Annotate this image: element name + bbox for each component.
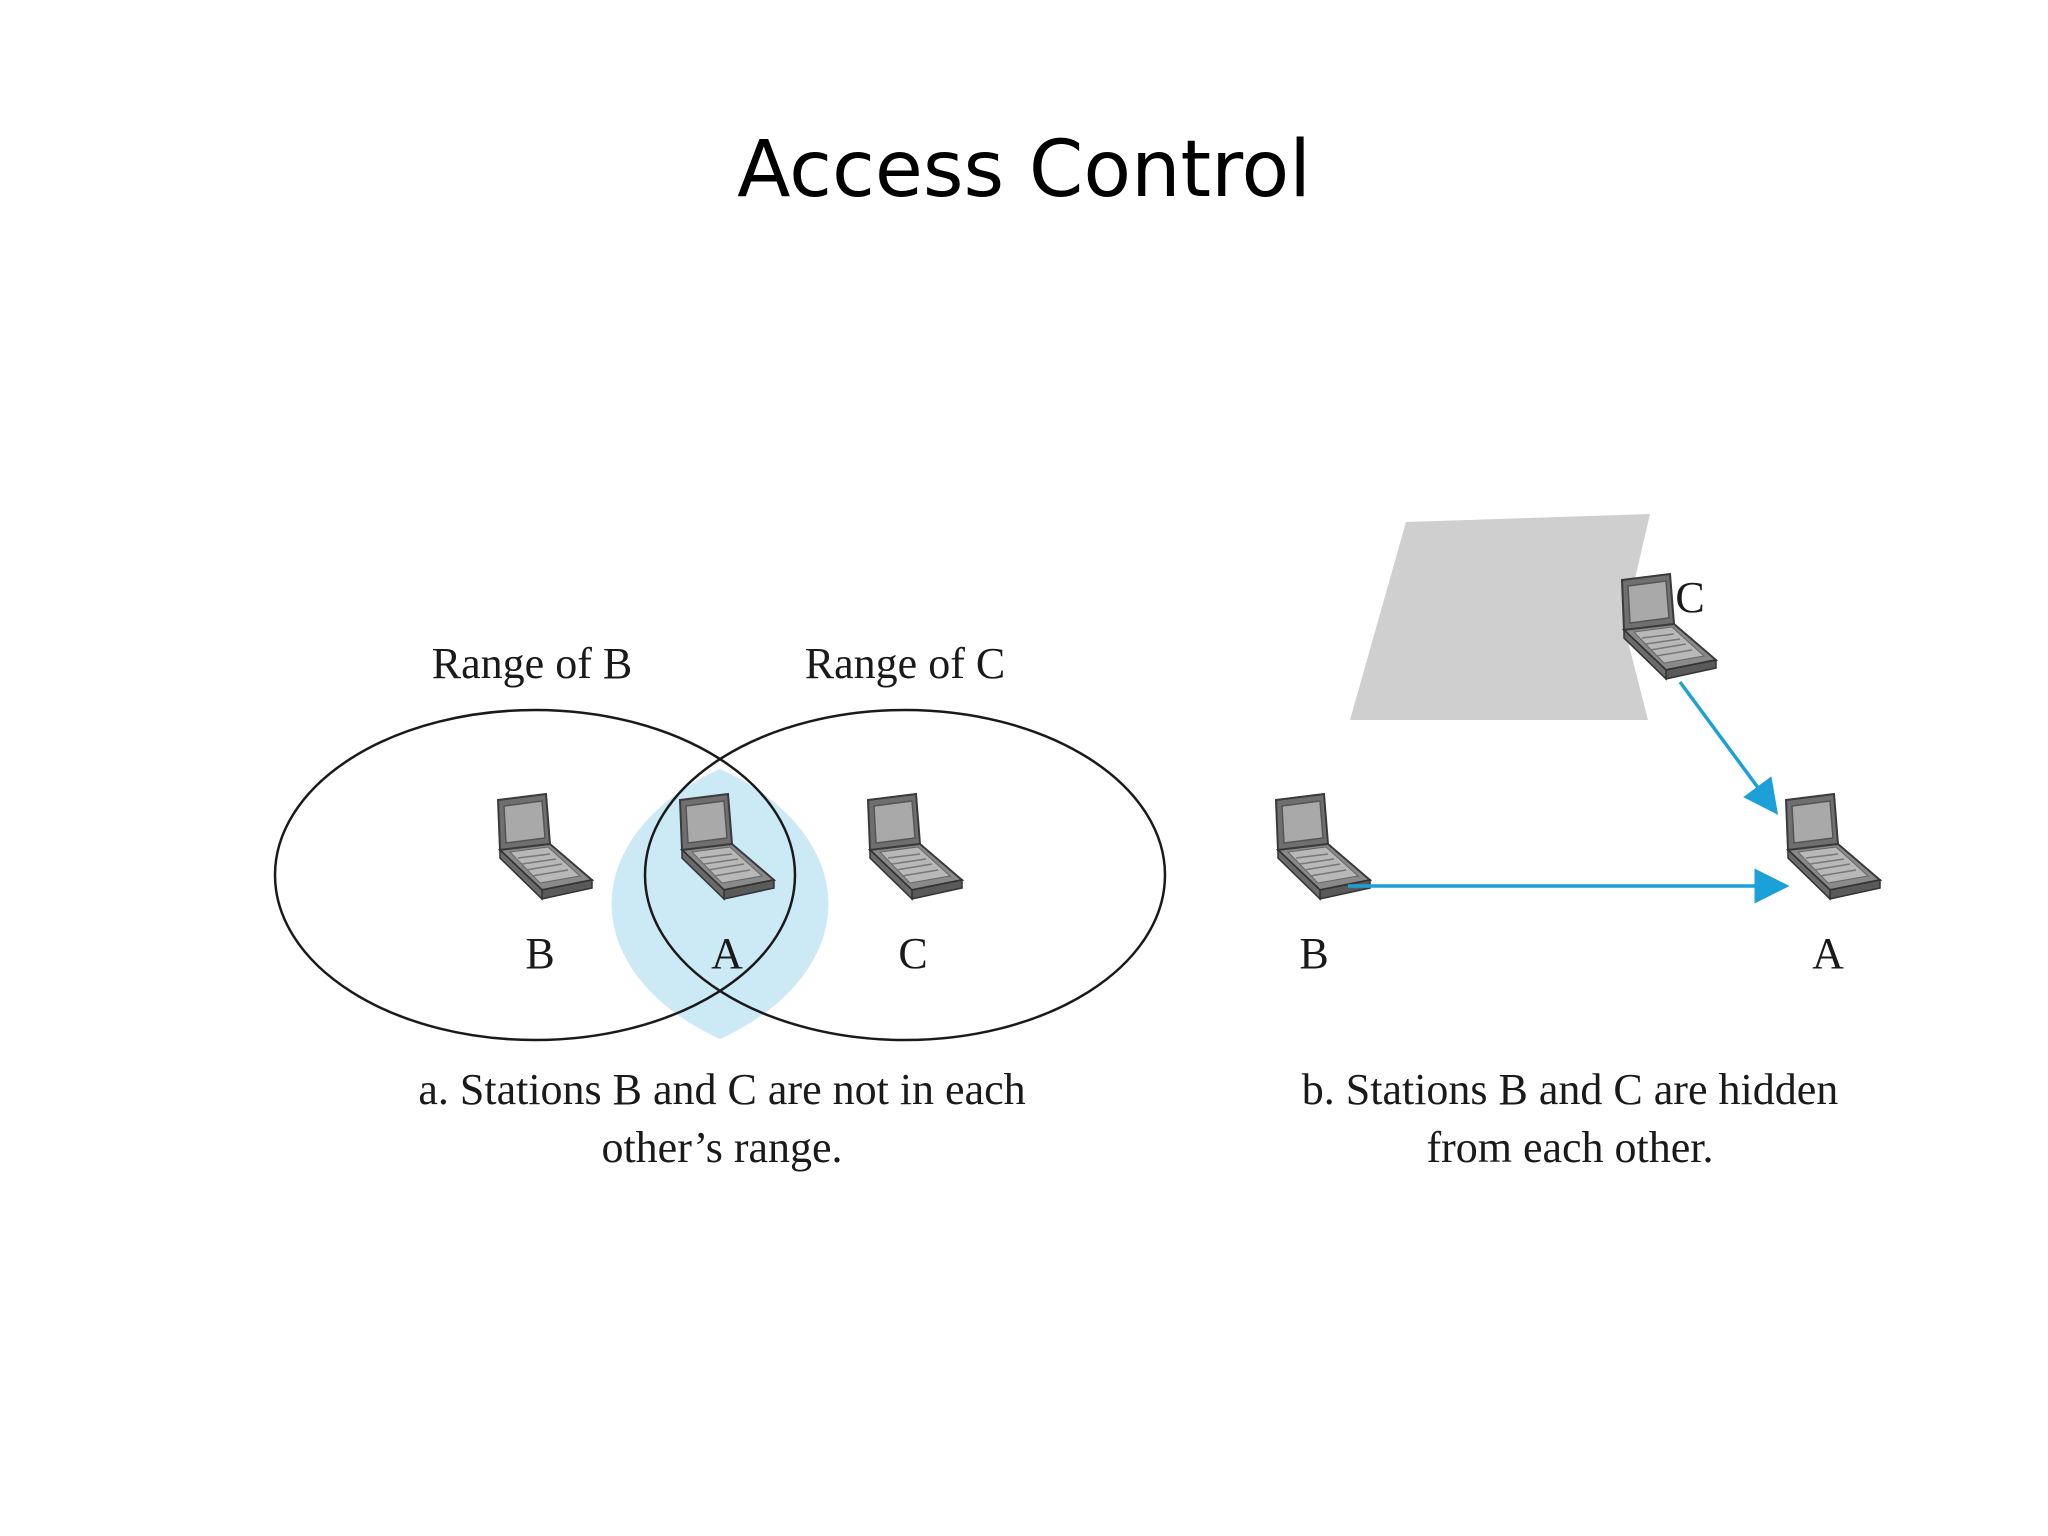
station-c-label: C bbox=[898, 929, 927, 978]
panel-a-caption-line1: a. Stations B and C are not in each bbox=[418, 1065, 1025, 1114]
obstacle bbox=[1350, 514, 1650, 720]
overlap-region bbox=[611, 769, 829, 1039]
slide-title: Access Control bbox=[737, 125, 1311, 215]
arrow-c-to-a bbox=[1678, 680, 1779, 815]
range-b-ellipse bbox=[273, 708, 797, 1042]
laptop-icon bbox=[1785, 793, 1881, 900]
panel-b-station-a-label: A bbox=[1812, 929, 1844, 978]
panel-b-caption-line2: from each other. bbox=[1426, 1123, 1713, 1172]
laptop-icon bbox=[1275, 793, 1371, 900]
range-c-ellipse bbox=[643, 708, 1167, 1042]
laptop-icon bbox=[497, 793, 593, 900]
panel-b-station-b-label: B bbox=[1299, 929, 1328, 978]
station-a-label: A bbox=[711, 929, 743, 978]
panel-b-caption-line1: b. Stations B and C are hidden bbox=[1302, 1065, 1839, 1114]
panel-b: C B A b. Stations B and C are hidden fro… bbox=[1275, 514, 1881, 1172]
laptop-icon bbox=[867, 793, 963, 900]
panel-a-caption-line2: other’s range. bbox=[601, 1123, 842, 1172]
range-b-label: Range of B bbox=[432, 639, 632, 688]
panel-b-station-c-label: C bbox=[1675, 573, 1704, 622]
range-c-label: Range of C bbox=[805, 639, 1005, 688]
panel-a: Range of B Range of C B A C a. Stations … bbox=[273, 639, 1167, 1172]
station-b-label: B bbox=[525, 929, 554, 978]
